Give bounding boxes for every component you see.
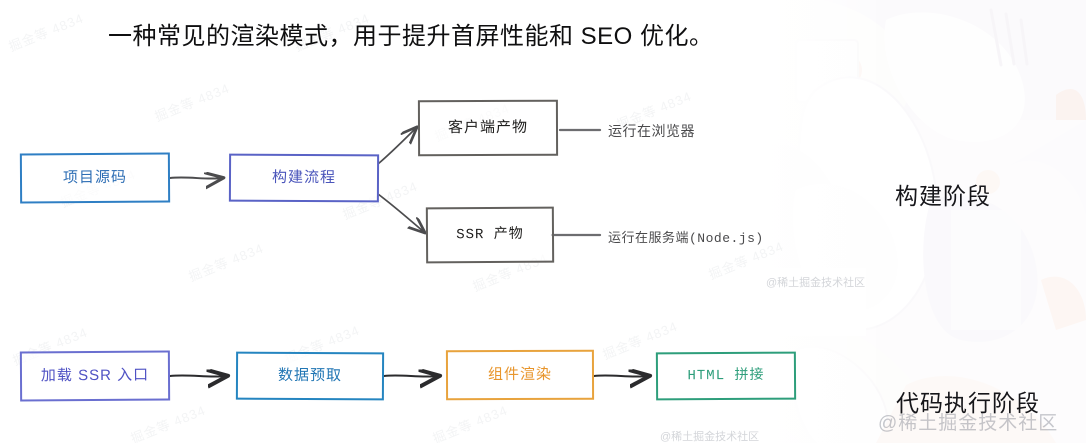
node-build-pipeline[interactable]: 构建流程 [228,153,380,203]
node-label: 组件渲染 [487,365,553,384]
watermark-tile: 掘金等 4834 [152,80,232,125]
note-runs-on-server: 运行在服务端(Node.js) [608,231,764,246]
background-illustration [756,0,1086,443]
node-label: 项目源码 [62,168,128,187]
node-label: 数据预取 [277,366,343,385]
node-html-concat[interactable]: HTML 拼接 [655,351,797,401]
watermark-tile: 掘金等 4834 [186,240,266,285]
watermark-tile: 掘金等 4834 [430,402,510,443]
note-runs-in-browser: 运行在浏览器 [608,123,695,139]
watermark-brand: @稀土掘金技术社区 [660,431,760,443]
node-ssr-artifact[interactable]: SSR 产物 [425,206,555,264]
watermark-tile: 掘金等 4834 [6,10,86,55]
node-label: 构建流程 [271,168,337,187]
node-label: 加载 SSR 入口 [40,366,150,385]
node-load-ssr-entry[interactable]: 加载 SSR 入口 [19,350,171,402]
node-label: 客户端产物 [447,118,529,137]
node-label: SSR 产物 [456,226,524,243]
node-label: HTML 拼接 [687,367,765,384]
caption-runtime-stage: 代码执行阶段 [896,390,1040,416]
watermark-tile: 掘金等 4834 [128,402,208,443]
caption-build-stage: 构建阶段 [895,183,991,209]
watermark-brand: @稀土掘金技术社区 [766,277,866,289]
node-data-prefetch[interactable]: 数据预取 [235,351,385,401]
node-source-code[interactable]: 项目源码 [19,152,171,204]
page-title: 一种常见的渲染模式，用于提升首屏性能和 SEO 优化。 [108,23,714,50]
mid-white-mask [756,268,866,336]
node-client-artifact[interactable]: 客户端产物 [417,99,559,157]
node-component-render[interactable]: 组件渲染 [445,349,595,401]
